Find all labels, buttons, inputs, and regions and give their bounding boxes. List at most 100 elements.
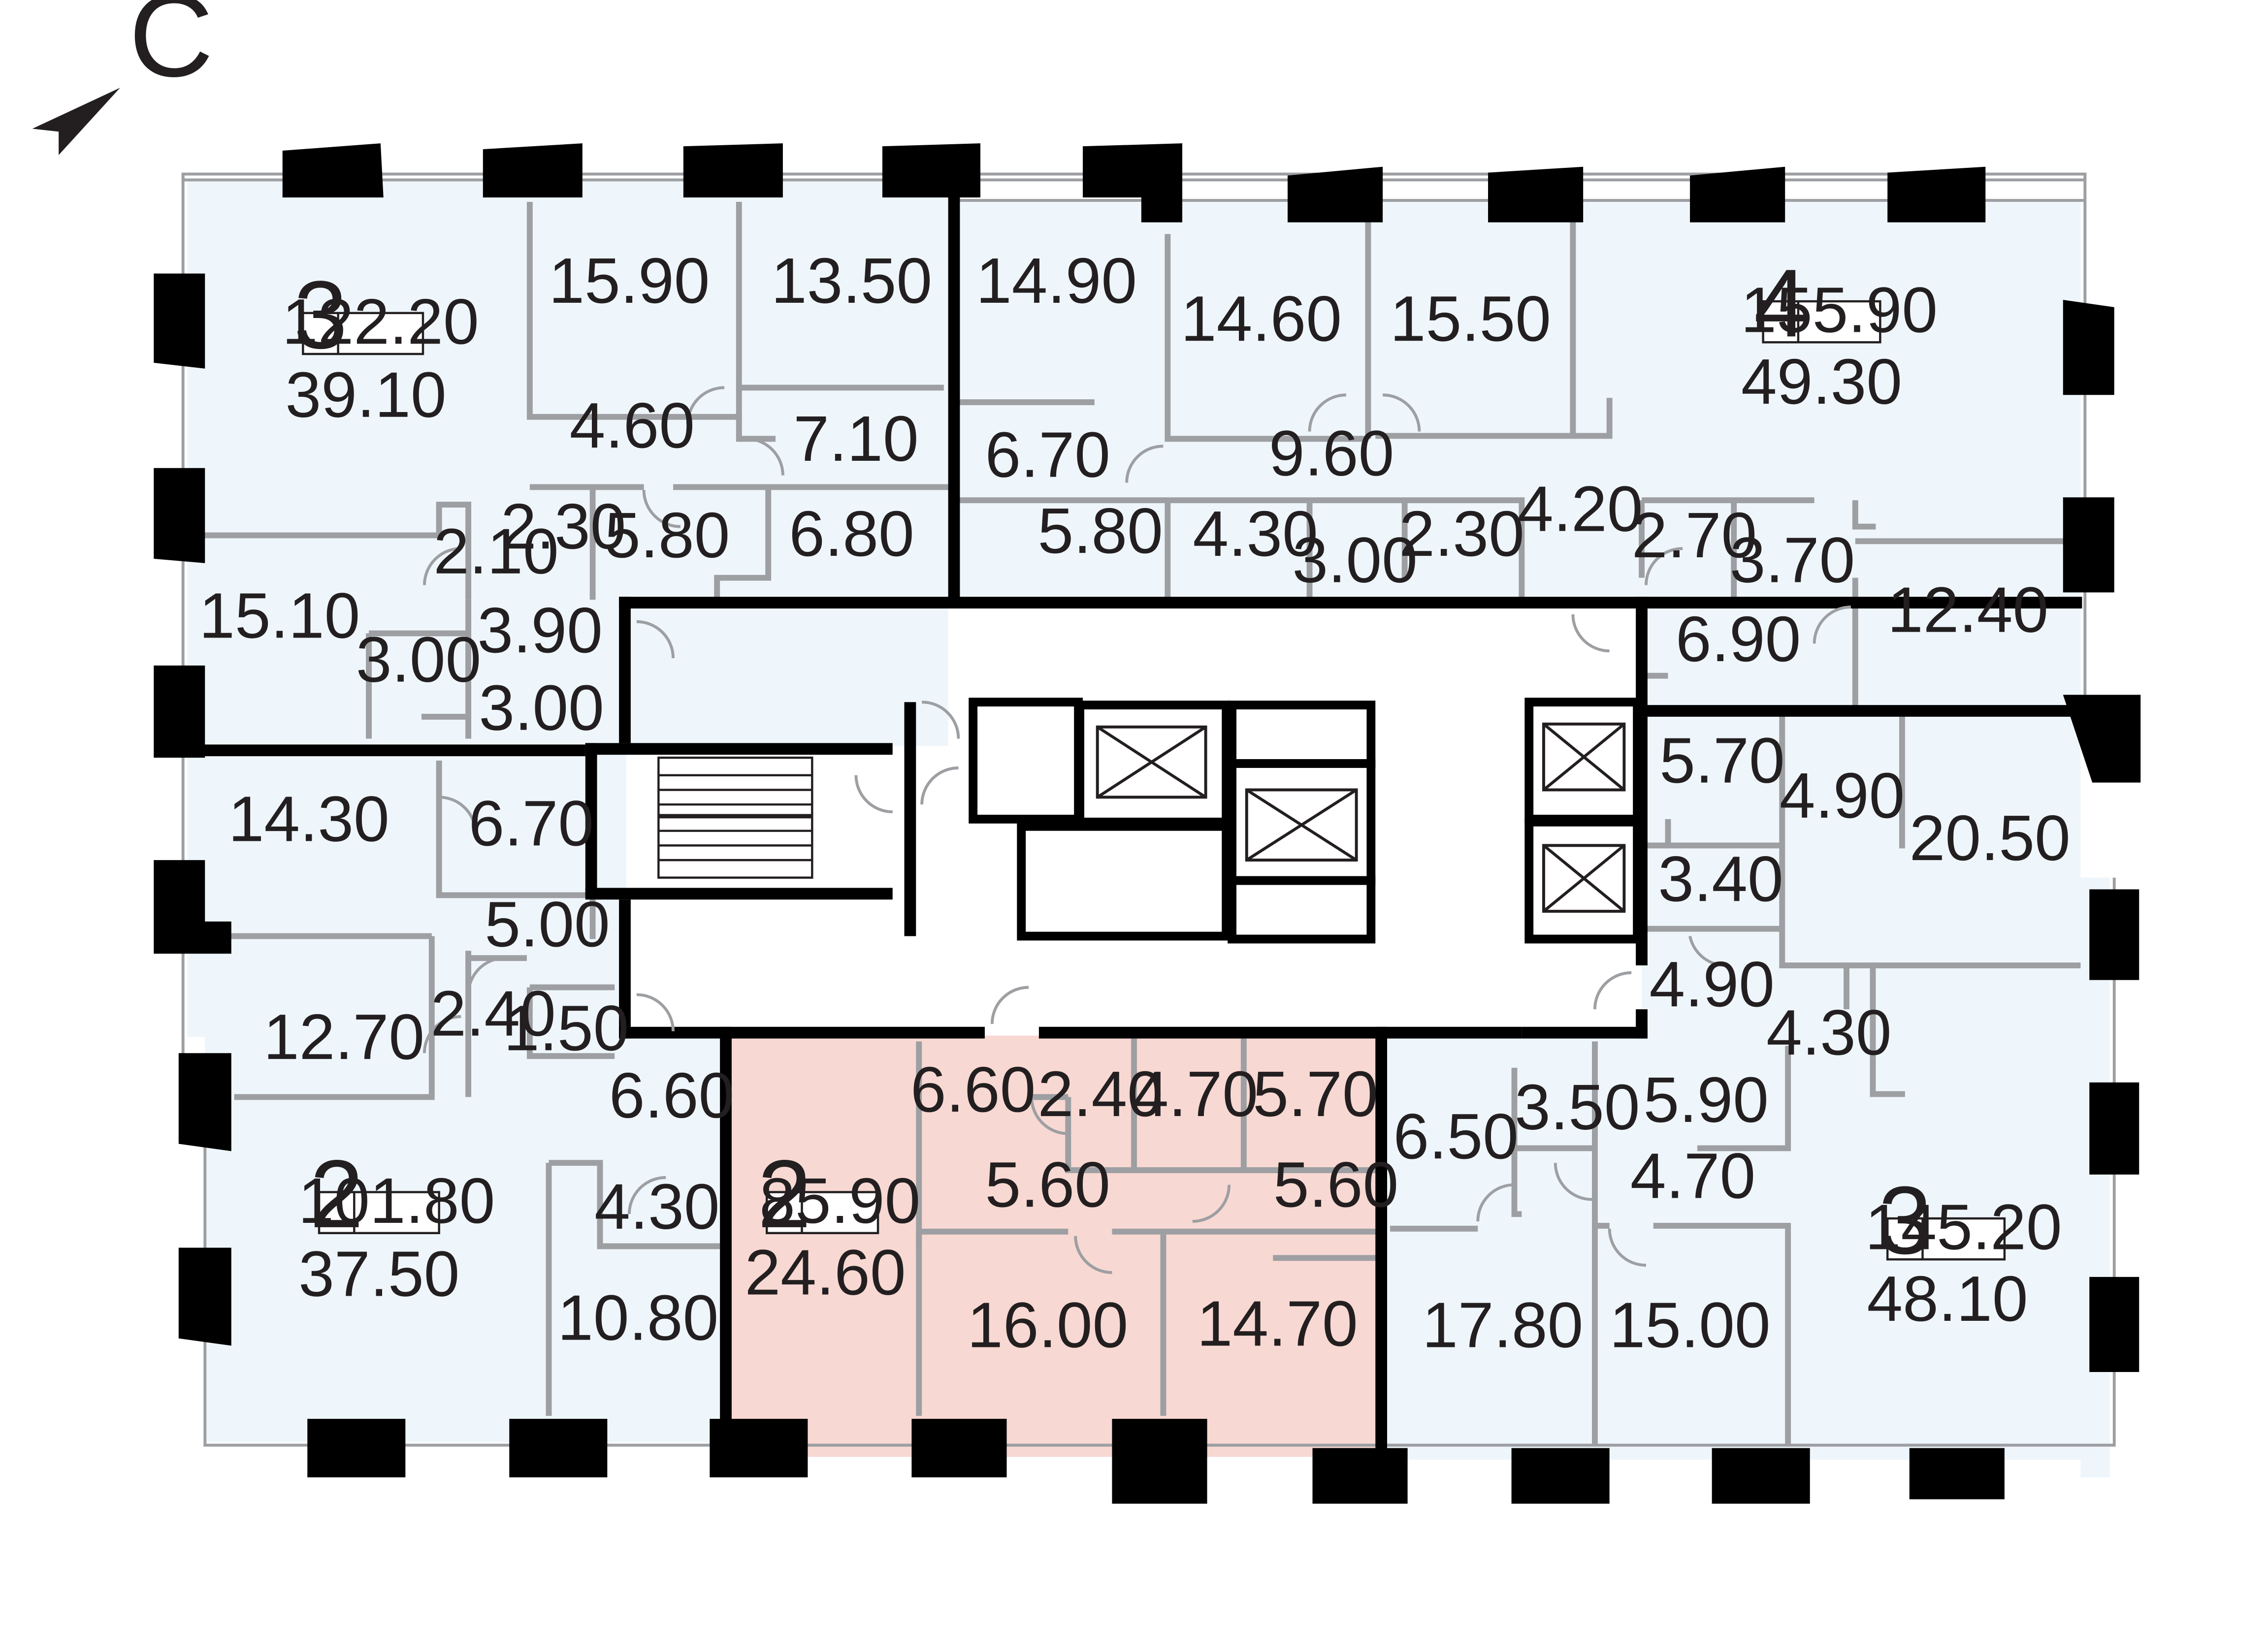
room-area-label: 6.60 bbox=[609, 1059, 734, 1131]
room-area-label: 14.30 bbox=[228, 783, 389, 855]
core-room bbox=[969, 698, 1083, 824]
wall-south-right bbox=[1375, 1026, 1388, 1451]
badge-total: 85.90 bbox=[759, 1165, 920, 1237]
apartment-south-fill[interactable] bbox=[728, 1035, 1385, 1457]
apartment-ne-fill[interactable] bbox=[954, 202, 2081, 603]
apartment-nw-fill[interactable] bbox=[187, 178, 948, 746]
column bbox=[1312, 1448, 1408, 1504]
columns bbox=[154, 143, 2141, 1504]
column bbox=[1712, 1448, 1810, 1504]
wall-south-left bbox=[720, 1026, 732, 1436]
apartment-se-fill-b bbox=[1642, 716, 2081, 1039]
column bbox=[154, 665, 205, 758]
room-area-label: 3.40 bbox=[1658, 843, 1783, 915]
elevator-crosses bbox=[1096, 722, 1626, 913]
room-area-label: 15.10 bbox=[199, 579, 360, 651]
room-area-label: 13.50 bbox=[771, 245, 932, 317]
apartment-badge-se[interactable]: 3 145.20 bbox=[1865, 1166, 2062, 1274]
room-area-label: 5.80 bbox=[605, 499, 730, 571]
wall-nw-ne bbox=[948, 190, 960, 600]
room-area-label: 3.00 bbox=[356, 624, 481, 696]
room-area-label: 5.70 bbox=[1659, 725, 1784, 797]
room-area-label: 37.50 bbox=[298, 1238, 459, 1310]
wall-core-left-b bbox=[619, 899, 631, 1039]
room-area-label: 48.10 bbox=[1867, 1263, 2028, 1335]
room-area-label: 16.00 bbox=[967, 1289, 1128, 1361]
apartment-sw-fill-b bbox=[205, 1032, 729, 1442]
stair-box-b bbox=[585, 743, 597, 897]
room-area-label: 14.90 bbox=[976, 245, 1137, 317]
room-area-label: 5.70 bbox=[1253, 1058, 1378, 1130]
column bbox=[154, 468, 205, 563]
column bbox=[1511, 1448, 1610, 1504]
room-area-label: 3.00 bbox=[479, 672, 604, 744]
wall-core-bottom-c bbox=[1522, 1026, 1648, 1039]
room-area-label: 6.80 bbox=[789, 498, 914, 570]
wall-core-bottom-b bbox=[1038, 1026, 1522, 1039]
room-area-label: 15.90 bbox=[549, 245, 710, 317]
column bbox=[2063, 497, 2114, 593]
room-area-label: 5.90 bbox=[1644, 1064, 1769, 1136]
column bbox=[683, 143, 783, 198]
room-area-label: 10.80 bbox=[557, 1282, 718, 1354]
elevator-shafts bbox=[969, 698, 1642, 944]
column bbox=[710, 1419, 808, 1477]
elevator-5 bbox=[1524, 698, 1642, 824]
column bbox=[2089, 889, 2139, 980]
column bbox=[2089, 1082, 2139, 1175]
badge-total: 145.20 bbox=[1865, 1191, 2062, 1263]
elevator-2 bbox=[1228, 701, 1376, 768]
room-area-label: 3.50 bbox=[1515, 1071, 1640, 1143]
apartment-badges: 3 122.20 4 155.90 2 101.80 2 85.90 3 145… bbox=[282, 249, 2062, 1274]
room-area-label: 15.00 bbox=[1610, 1289, 1771, 1361]
column bbox=[1287, 166, 1383, 223]
room-area-label: 6.90 bbox=[1676, 603, 1801, 675]
room-area-label: 7.10 bbox=[793, 403, 918, 475]
room-area-label: 4.30 bbox=[1766, 996, 1891, 1068]
room-area-label: 5.80 bbox=[1037, 495, 1163, 567]
wall-west-divider bbox=[190, 744, 585, 757]
room-area-label: 2.10 bbox=[433, 515, 558, 587]
column bbox=[178, 1053, 231, 1151]
column bbox=[1690, 166, 1785, 223]
room-area-label: 4.70 bbox=[1133, 1058, 1258, 1130]
apartment-badge-south[interactable]: 2 85.90 bbox=[757, 1140, 920, 1248]
column bbox=[154, 273, 205, 369]
room-area-label: 6.70 bbox=[985, 419, 1110, 491]
room-area-label: 2.70 bbox=[1632, 499, 1757, 571]
stair-box bbox=[585, 743, 893, 755]
column bbox=[154, 860, 231, 954]
apartment-badge-nw[interactable]: 3 122.20 bbox=[282, 260, 479, 369]
door-swings bbox=[422, 386, 1851, 1274]
column bbox=[1083, 143, 1183, 223]
wall-ne-se bbox=[1636, 597, 1648, 714]
room-area-label: 20.50 bbox=[1910, 802, 2071, 874]
partitions bbox=[202, 202, 2081, 1445]
room-area-label: 2.40 bbox=[1037, 1058, 1163, 1130]
compass-label: С bbox=[129, 0, 214, 101]
badge-rooms: 3 bbox=[293, 260, 347, 369]
room-area-label: 3.00 bbox=[1292, 524, 1417, 596]
room-area-label: 4.60 bbox=[570, 389, 695, 461]
room-area-label: 4.90 bbox=[1780, 760, 1905, 831]
room-area-label: 6.50 bbox=[1393, 1100, 1518, 1172]
north-arrow-icon: С bbox=[32, 0, 214, 155]
column bbox=[282, 143, 384, 198]
staircase bbox=[657, 756, 813, 879]
badge-rooms: 4 bbox=[1754, 249, 1808, 357]
apartment-badge-sw[interactable]: 2 101.80 bbox=[298, 1140, 495, 1248]
badge-rooms: 3 bbox=[1878, 1166, 1932, 1274]
room-area-label: 5.60 bbox=[1273, 1149, 1398, 1220]
elevator-4 bbox=[1228, 876, 1376, 944]
column bbox=[1488, 166, 1584, 223]
apartment-badge-ne[interactable]: 4 155.90 bbox=[1741, 249, 1938, 357]
room-area-label: 4.30 bbox=[594, 1171, 719, 1243]
column bbox=[911, 1419, 1007, 1477]
room-area-label: 12.40 bbox=[1887, 574, 2048, 646]
room-area-label: 6.70 bbox=[469, 787, 594, 859]
wall-core-top bbox=[619, 597, 2082, 609]
core-room-b bbox=[1017, 822, 1231, 941]
room-area-label: 2.30 bbox=[1399, 498, 1524, 570]
room-area-label: 4.90 bbox=[1649, 948, 1774, 1020]
